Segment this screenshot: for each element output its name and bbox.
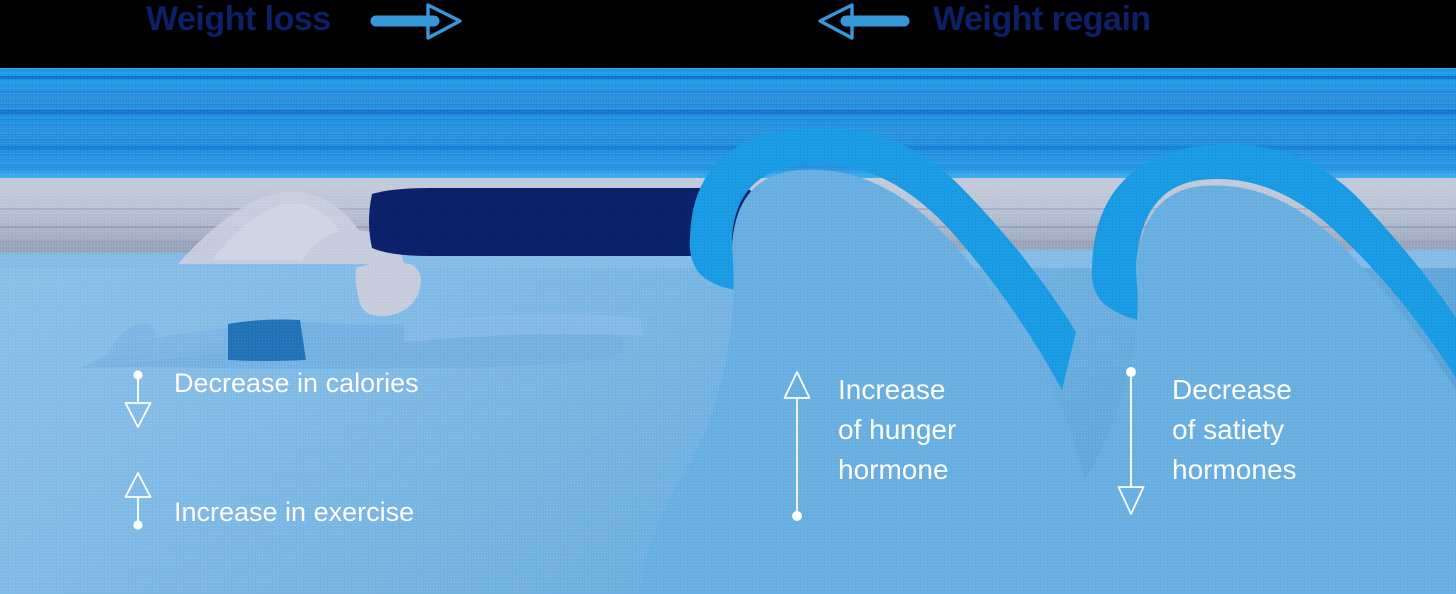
lane-rope-icon <box>369 188 756 256</box>
swimmer-feet <box>108 323 157 354</box>
water-band-line-5 <box>0 146 1456 149</box>
swimmer-cap <box>355 261 421 317</box>
arrow-up-icon <box>124 472 152 530</box>
ocean-scene: Decrease in calories Increase in exercis… <box>0 68 1456 594</box>
weight-loss-title: Weight loss <box>146 0 331 38</box>
wave-main-crest <box>689 127 1076 391</box>
arrow-left-icon <box>818 2 914 47</box>
swimmer-trunks <box>228 319 306 361</box>
callout-decrease-satiety-hormones: Decrease of satiety hormones <box>1112 364 1297 522</box>
water-band-line-4 <box>0 120 1456 122</box>
callout-label: Decrease of satiety hormones <box>1172 374 1297 485</box>
weight-regain-title: Weight regain <box>933 0 1151 38</box>
water-band-line-1 <box>0 76 1456 79</box>
arrow-up-icon <box>783 371 811 521</box>
callout-label: Decrease in calories <box>174 368 419 398</box>
wave-main <box>640 127 1104 594</box>
callout-increase-hunger-hormone: Increase of hunger hormone <box>778 366 956 524</box>
water-band-line-3 <box>0 110 1456 114</box>
wave-far-right-body <box>1040 185 1456 594</box>
water-grain-texture <box>0 68 1456 594</box>
swimmer-arm <box>404 314 644 342</box>
header-band: Weight loss Weight regain <box>0 0 1456 68</box>
callout-increase-exercise: Increase in exercise <box>118 466 414 532</box>
callout-decrease-calories: Decrease in calories <box>118 366 419 432</box>
callout-label: Increase in exercise <box>174 497 415 527</box>
arrow-down-icon <box>124 370 152 428</box>
callout-label: Increase of hunger hormone <box>838 374 957 485</box>
wave-far-right <box>1040 144 1456 594</box>
wave-icon <box>640 127 1456 594</box>
wave-main-body <box>640 169 1104 594</box>
arrow-right-icon <box>366 2 462 47</box>
arrow-down-icon <box>1117 367 1145 515</box>
lane-rope-body <box>369 188 756 256</box>
wave-far-right-crest <box>1091 144 1456 378</box>
water-band-line-2 <box>0 91 1456 93</box>
